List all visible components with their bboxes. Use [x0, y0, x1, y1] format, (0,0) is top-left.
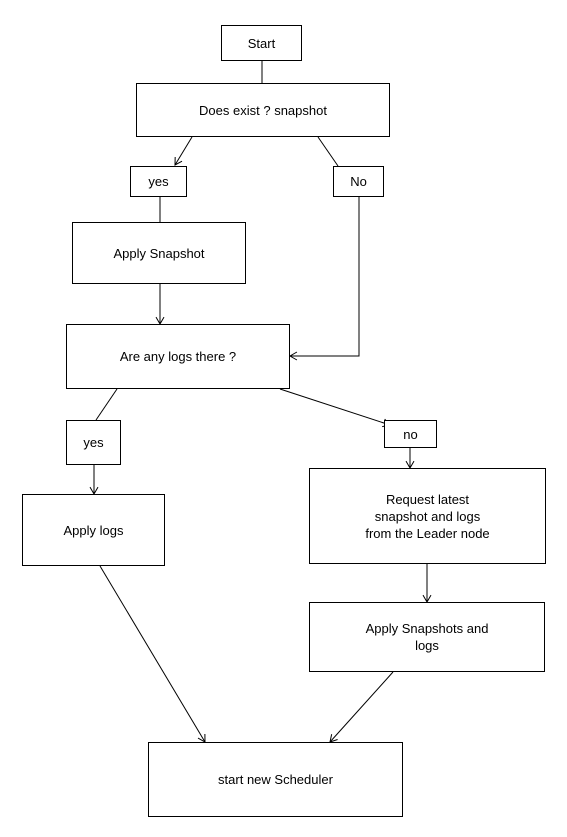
- start-scheduler-step: start new Scheduler: [148, 742, 403, 817]
- edge-decision-to-yes-arrowhead: [174, 156, 183, 166]
- edge-no-to-logs: [290, 197, 360, 357]
- edge-apply-to-scheduler: [329, 671, 394, 743]
- yes-label-logs: yes: [66, 420, 121, 465]
- request-latest-step: Request latest snapshot and logs from th…: [309, 468, 546, 564]
- edge-no-to-logs-arrowhead: [289, 351, 298, 361]
- apply-logs-step: Apply logs: [22, 494, 165, 566]
- edge-decision-to-no: [317, 136, 339, 167]
- no-label-logs: no: [384, 420, 437, 448]
- yes-label-snapshot: yes: [130, 166, 187, 197]
- logs-there-decision: Are any logs there ?: [66, 324, 290, 389]
- apply-snapshot-step: Apply Snapshot: [72, 222, 246, 284]
- snapshot-exists-decision: Does exist ? snapshot: [136, 83, 390, 137]
- edge-logs-to-yes: [95, 388, 118, 421]
- start-node: Start: [221, 25, 302, 61]
- edge-decision-to-yes: [174, 136, 193, 166]
- edge-apply-logs-to-scheduler: [99, 565, 206, 743]
- edge-logs-to-no: [279, 388, 391, 426]
- apply-snapshots-and-logs-step: Apply Snapshots and logs: [309, 602, 545, 672]
- no-label-snapshot: No: [333, 166, 384, 197]
